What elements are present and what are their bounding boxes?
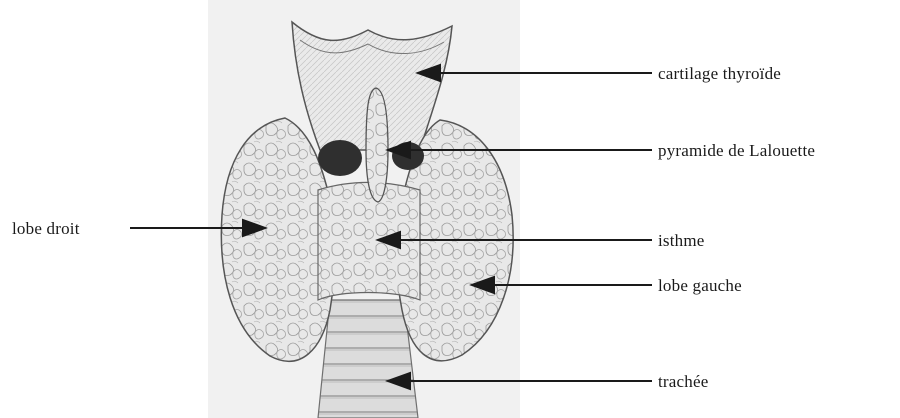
label-pyramide-de-lalouette: pyramide de Lalouette [658,142,815,159]
shadow-left [318,140,362,176]
label-isthme: isthme [658,232,705,249]
label-cartilage-thyroide: cartilage thyroïde [658,65,781,82]
label-trachee: trachée [658,373,708,390]
label-lobe-gauche: lobe gauche [658,277,742,294]
isthmus-shape [318,183,420,301]
pyramidal-lobe-shape [366,88,388,202]
label-lobe-droit: lobe droit [12,220,80,237]
